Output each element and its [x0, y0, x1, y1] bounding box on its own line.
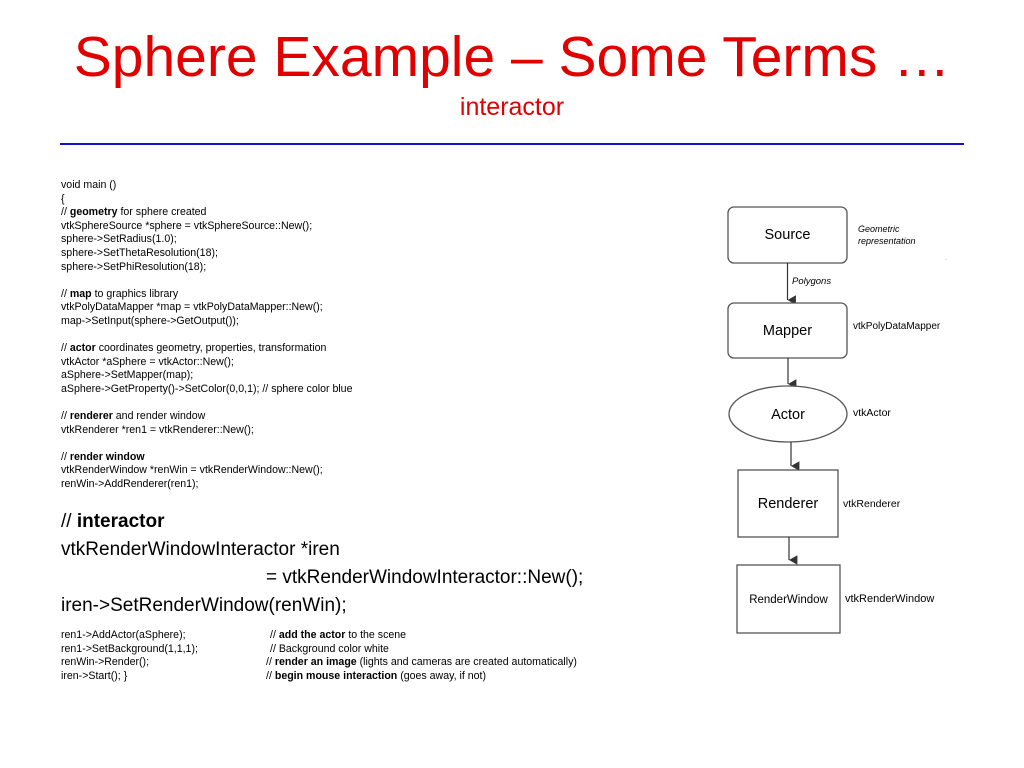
source-note: Geometric	[858, 224, 900, 234]
code-line: = vtkRenderWindowInteractor::New();	[266, 567, 584, 588]
source-label: Source	[765, 227, 811, 243]
code-row: renWin->Render(); // render an image (li…	[61, 656, 681, 670]
actor-node	[728, 385, 848, 443]
code-comment-geometry: // geometry for sphere created	[61, 206, 207, 219]
code-line: aSphere->SetMapper(map);	[61, 369, 194, 382]
interactor-comment: // interactor	[61, 511, 165, 532]
code-comment-actor: // actor coordinates geometry, propertie…	[61, 342, 327, 355]
code-cell: renWin->Render();	[61, 656, 150, 669]
code-cell: iren->Start(); }	[61, 669, 128, 682]
code-line: sphere->SetRadius(1.0);	[61, 233, 177, 246]
code-comment-map: // map to graphics library	[61, 287, 179, 300]
mapper-label: Mapper	[763, 323, 812, 339]
edge-label: Polygons	[792, 276, 831, 287]
slide-subtitle: interactor	[459, 93, 565, 121]
code-line: map->SetInput(sphere->GetOutput());	[61, 314, 239, 327]
code-row: ren1->AddActor(aSphere); // add the acto…	[61, 629, 681, 643]
code-comment-renderer: // renderer and render window	[61, 410, 206, 423]
code-line: vtkRenderWindowInteractor *iren	[61, 539, 340, 560]
code-line: vtkPolyDataMapper *map = vtkPolyDataMapp…	[61, 301, 323, 314]
actor-label: Actor	[771, 407, 805, 423]
render-window-note: vtkRenderWindow	[845, 593, 934, 605]
code-line: void main ()	[61, 179, 117, 191]
code-listing: void main () { // geometry for sphere cr…	[61, 179, 721, 492]
render-window-node	[736, 564, 841, 634]
decoration-mark: .	[945, 253, 947, 262]
code-gap	[61, 397, 721, 411]
render-window-label: RenderWindow	[749, 594, 828, 606]
source-note: representation	[858, 236, 916, 246]
vtk-pipeline-diagram: Source Geometric representation . Polygo…	[722, 196, 966, 638]
code-comment: // Background color white	[270, 642, 389, 655]
code-comment-render-window: // render window	[61, 450, 145, 463]
code-line: iren->SetRenderWindow(renWin);	[61, 595, 347, 616]
code-cell: ren1->SetBackground(1,1,1);	[61, 642, 198, 655]
code-line: {	[61, 192, 65, 205]
code-line: vtkRenderWindow *renWin = vtkRenderWindo…	[61, 464, 323, 477]
code-line: vtkActor *aSphere = vtkActor::New();	[61, 355, 234, 368]
code-line: sphere->SetThetaResolution(18);	[61, 246, 218, 259]
code-line: vtkRenderer *ren1 = vtkRenderer::New();	[61, 423, 254, 436]
renderer-node	[737, 469, 839, 538]
code-comment: // render an image (lights and cameras a…	[266, 656, 577, 669]
slide-title: Sphere Example – Some Terms …	[73, 25, 951, 89]
pipeline-svg: Source Geometric representation . Polygo…	[727, 206, 947, 634]
code-line: renWin->AddRenderer(ren1);	[61, 478, 199, 491]
tail-code: ren1->AddActor(aSphere); // add the acto…	[61, 629, 681, 683]
mapper-note: vtkPolyDataMapper	[853, 321, 941, 332]
code-row: iren->Start(); } // begin mouse interact…	[61, 670, 681, 684]
title-divider	[60, 143, 964, 145]
code-gap	[61, 329, 721, 343]
code-line: aSphere->GetProperty()->SetColor(0,0,1);…	[61, 382, 353, 395]
code-line: sphere->SetPhiResolution(18);	[61, 260, 207, 273]
code-row: ren1->SetBackground(1,1,1); // Backgroun…	[61, 643, 681, 657]
code-gap	[61, 437, 721, 451]
actor-note: vtkActor	[853, 407, 891, 419]
renderer-note: vtkRenderer	[843, 498, 901, 510]
renderer-label: Renderer	[758, 496, 819, 512]
code-line: vtkSphereSource *sphere = vtkSphereSourc…	[61, 219, 313, 232]
code-cell: ren1->AddActor(aSphere);	[61, 629, 186, 641]
code-comment: // begin mouse interaction (goes away, i…	[266, 669, 486, 682]
code-comment: // add the actor to the scene	[270, 629, 407, 641]
interactor-code: // interactor vtkRenderWindowInteractor …	[61, 508, 721, 620]
code-gap	[61, 274, 721, 288]
